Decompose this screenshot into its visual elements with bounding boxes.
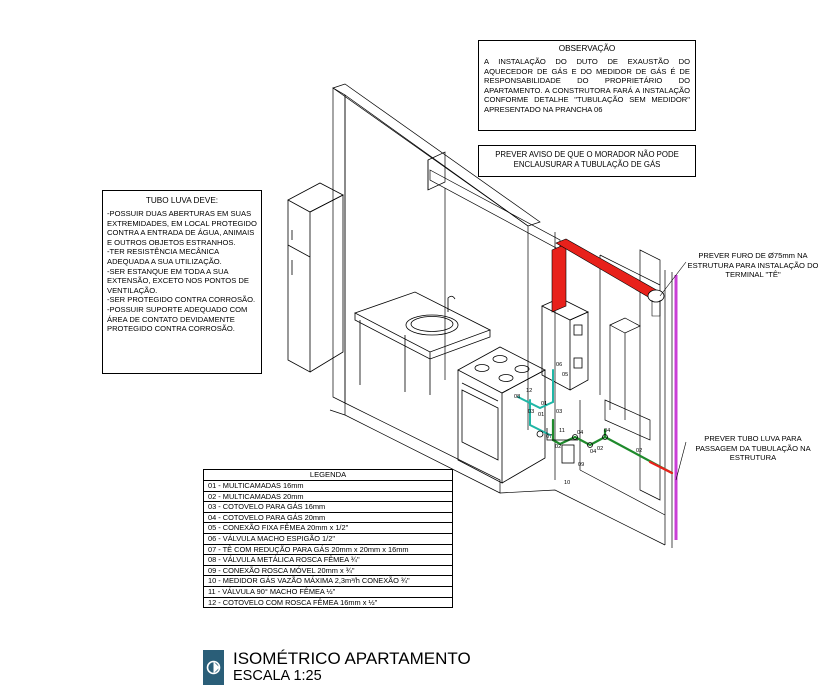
- tubo-luva-note: TUBO LUVA DEVE: -POSSUIR DUAS ABERTURAS …: [102, 190, 262, 374]
- pipe-label-06: 06: [556, 362, 562, 368]
- pipe-label-04: 04: [590, 449, 596, 455]
- pipe-label-02: 02: [636, 448, 642, 454]
- observacao-note: OBSERVAÇÃO A INSTALAÇÃO DO DUTO DE EXAUS…: [478, 40, 696, 131]
- aviso-note: PREVER AVISO DE QUE O MORADOR NÃO PODE E…: [478, 145, 696, 177]
- legend-row: 09 - CONEXÃO ROSCA MÓVEL 20mm x ¾": [204, 566, 452, 577]
- sink-counter: [353, 291, 492, 395]
- stove: [457, 346, 546, 484]
- leader-lines: [659, 261, 687, 481]
- pipe-label-02: 02: [555, 444, 561, 450]
- tubo-luva-title: TUBO LUVA DEVE:: [145, 196, 219, 205]
- exhaust-duct: [551, 238, 665, 317]
- pipe-label-03: 03: [556, 409, 562, 415]
- drawing-scale: ESCALA 1:25: [233, 668, 322, 684]
- cabinet-right: [604, 317, 651, 441]
- pipe-label-02: 02: [597, 446, 603, 452]
- pipe-label-03: 03: [528, 409, 534, 415]
- gas-pipes: [517, 369, 674, 475]
- tubo-luva-item: -TER RESISTÊNCIA MECÂNICA ADEQUADA A SUA…: [107, 247, 222, 266]
- section-marker-icon: [203, 650, 224, 685]
- tubo-luva-item: -POSSUIR SUPORTE ADEQUADO COM ÁREA DE CO…: [107, 304, 248, 334]
- refrigerator: [287, 182, 344, 373]
- legend-row: 02 - MULTICAMADAS 20mm: [204, 492, 452, 503]
- pipe-label-01: 01: [538, 412, 544, 418]
- building-walls: [329, 83, 673, 548]
- observacao-title: OBSERVAÇÃO: [558, 44, 616, 53]
- legend-row: 03 - COTOVELO PARA GÁS 16mm: [204, 502, 452, 513]
- pipe-label-10: 10: [564, 480, 570, 486]
- drawing-title: ISOMÉTRICO APARTAMENTO: [233, 649, 471, 668]
- legend-table: LEGENDA 01 - MULTICAMADAS 16mm 02 - MULT…: [203, 469, 453, 609]
- legend-row: 04 - COTOVELO PARA GÁS 20mm: [204, 513, 452, 524]
- legend-row: 05 - CONEXÃO FIXA FÊMEA 20mm x 1/2": [204, 523, 452, 534]
- gas-meter: [536, 428, 608, 464]
- pipe-label-09: 09: [578, 462, 584, 468]
- callout-tubo-luva: PREVER TUBO LUVA PARA PASSAGEM DA TUBULA…: [695, 434, 811, 463]
- legend-row: 08 - VÁLVULA METÁLICA ROSCA FÊMEA ¾": [204, 555, 452, 566]
- tubo-luva-item: -SER ESTANQUE EM TODA A SUA EXTENSÃO, EX…: [107, 266, 249, 295]
- pipe-label-04: 04: [604, 428, 610, 434]
- callout-furo: PREVER FURO DE Ø75mm NA ESTRUTURA PARA I…: [687, 251, 819, 280]
- pipe-label-05: 05: [562, 372, 568, 378]
- observacao-text: A INSTALAÇÃO DO DUTO DE EXAUSTÃO DO AQUE…: [484, 57, 690, 114]
- pipe-label-01: 01: [541, 401, 547, 407]
- pipe-label-08: 08: [514, 394, 520, 400]
- pipe-label-11: 11: [559, 428, 565, 434]
- aviso-text: PREVER AVISO DE QUE O MORADOR NÃO PODE E…: [495, 150, 679, 169]
- legend-row: 10 - MEDIDOR GÁS VAZÃO MÁXIMA 2,3m³/h CO…: [204, 576, 452, 587]
- legend-row: 12 - COTOVELO COM ROSCA FÊMEA 16mm x ½": [208, 597, 378, 607]
- legend-row: 07 - TÊ COM REDUÇÃO PARA GÁS 20mm x 20mm…: [204, 545, 452, 556]
- legend-row: 11 - VÁLVULA 90° MACHO FÊMEA ½": [204, 587, 452, 598]
- pipe-label-07: 07: [546, 434, 552, 440]
- tubo-luva-item: -POSSUIR DUAS ABERTURAS EM SUAS EXTREMID…: [107, 209, 257, 247]
- legend-row: 06 - VÁLVULA MACHO ESPIGÃO 1/2": [204, 534, 452, 545]
- legend-title: LEGENDA: [204, 470, 452, 481]
- pipe-label-12: 12: [526, 388, 532, 394]
- pipe-label-04: 04: [577, 430, 583, 436]
- legend-row: 01 - MULTICAMADAS 16mm: [204, 481, 452, 492]
- tubo-luva-item: -SER PROTEGIDO CONTRA CORROSÃO.: [107, 295, 256, 305]
